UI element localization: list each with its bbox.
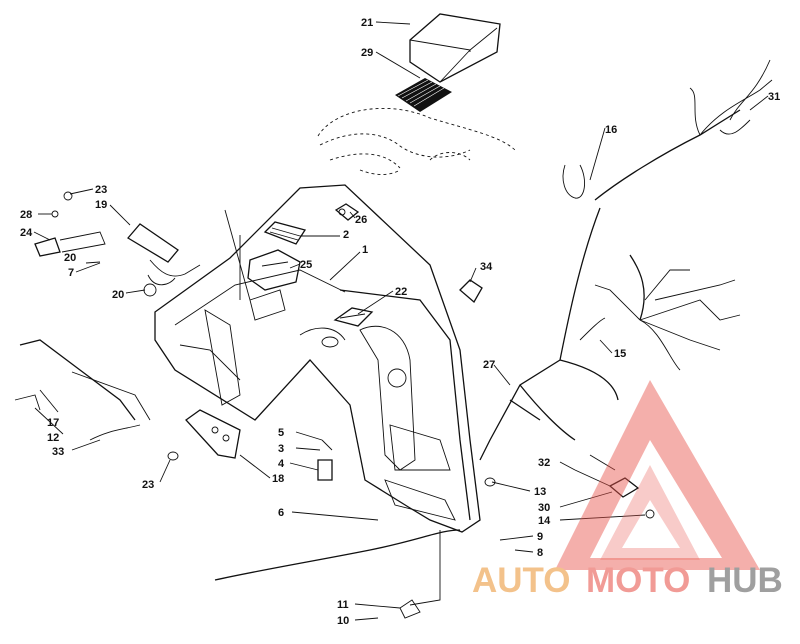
watermark-auto: AUTO bbox=[472, 561, 571, 600]
part-21-cover-plate bbox=[409, 13, 501, 83]
part-29-grille bbox=[395, 78, 452, 112]
callout-2: 2 bbox=[343, 229, 349, 241]
callout-17: 17 bbox=[47, 417, 59, 429]
part-26-switch bbox=[334, 203, 360, 221]
part-25-cover bbox=[247, 249, 301, 291]
callout-24: 24 bbox=[20, 227, 33, 239]
callout-11: 11 bbox=[337, 599, 349, 611]
callout-30: 30 bbox=[538, 502, 550, 514]
part-30-relay bbox=[574, 454, 640, 498]
callout-9: 9 bbox=[537, 531, 543, 543]
callout-23a: 23 bbox=[95, 184, 107, 196]
callout-15: 15 bbox=[614, 348, 626, 360]
callout-34: 34 bbox=[480, 261, 493, 273]
callout-29: 29 bbox=[361, 47, 373, 59]
hood-outline-dashed bbox=[317, 107, 516, 175]
part-23b-grommet bbox=[167, 451, 179, 461]
callout-1: 1 bbox=[362, 244, 368, 256]
callout-22: 22 bbox=[395, 286, 407, 298]
callout-25: 25 bbox=[300, 259, 312, 271]
callout-28: 28 bbox=[20, 209, 32, 221]
callout-6: 6 bbox=[278, 507, 284, 519]
watermark-hub: HUB bbox=[707, 561, 783, 600]
callout-7: 7 bbox=[68, 267, 74, 279]
callout-23b: 23 bbox=[142, 479, 154, 491]
callout-20b: 20 bbox=[112, 289, 124, 301]
callout-14: 14 bbox=[538, 515, 551, 527]
callout-21: 21 bbox=[361, 17, 373, 29]
watermark-triangle-icon bbox=[555, 380, 760, 570]
callout-4: 4 bbox=[278, 458, 285, 470]
callout-18: 18 bbox=[272, 473, 284, 485]
leader-lines bbox=[33, 21, 769, 621]
part-19-gauge-bracket bbox=[127, 223, 201, 297]
part-18-bezel bbox=[185, 409, 241, 459]
callout-labels: 21 29 31 16 23 28 19 24 20 7 20 26 2 1 2… bbox=[20, 17, 780, 627]
part-24-ignition bbox=[34, 191, 106, 257]
part-14-nut bbox=[645, 509, 655, 519]
callout-13: 13 bbox=[534, 486, 546, 498]
part-4-clip bbox=[317, 439, 333, 481]
part-17-throttle-cable bbox=[14, 339, 151, 441]
callout-5: 5 bbox=[278, 427, 284, 439]
part-13-grommet bbox=[484, 477, 496, 487]
part-22-lens bbox=[333, 307, 374, 327]
callout-32: 32 bbox=[538, 457, 550, 469]
callout-16: 16 bbox=[605, 124, 617, 136]
callout-19: 19 bbox=[95, 199, 107, 211]
callout-26: 26 bbox=[355, 214, 367, 226]
callout-33: 33 bbox=[52, 446, 64, 458]
callout-20a: 20 bbox=[64, 252, 76, 264]
callout-3: 3 bbox=[278, 443, 284, 455]
part-1-console-body bbox=[154, 184, 481, 533]
wiring-harness bbox=[479, 59, 773, 461]
callout-10: 10 bbox=[337, 615, 349, 627]
callout-12: 12 bbox=[47, 432, 59, 444]
part-2-switch-plate bbox=[263, 221, 307, 245]
part-34-connector bbox=[459, 279, 483, 304]
callout-31: 31 bbox=[768, 91, 780, 103]
callout-8: 8 bbox=[537, 547, 543, 559]
callout-27: 27 bbox=[483, 359, 495, 371]
lower-harness bbox=[214, 529, 461, 619]
watermark-logo: AUTO MOTO HUB bbox=[472, 380, 783, 600]
watermark-moto: MOTO bbox=[586, 561, 690, 600]
